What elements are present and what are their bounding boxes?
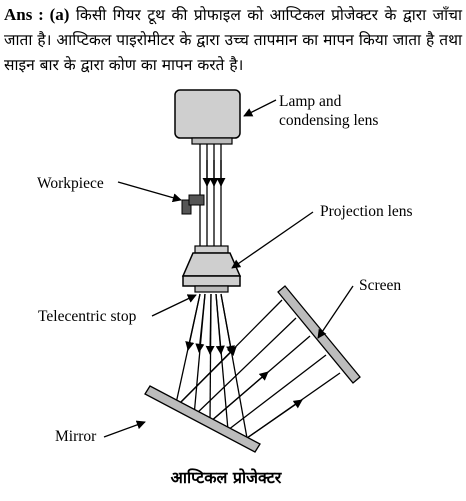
answer-text: किसी गियर टूथ की प्रोफाइल को आप्टिकल प्र… <box>4 6 462 74</box>
label-telecentric-stop: Telecentric stop <box>38 308 137 325</box>
screen <box>277 285 361 384</box>
label-lamp-line2: condensing lens <box>279 112 378 129</box>
workpiece <box>181 194 205 215</box>
projection-lens <box>181 245 242 293</box>
condensed-rays <box>199 144 226 248</box>
lamp-housing <box>174 89 241 145</box>
mirror <box>144 385 261 453</box>
projected-rays-down <box>174 293 248 439</box>
label-mirror: Mirror <box>55 428 97 445</box>
label-lamp-line1: Lamp and <box>279 93 342 110</box>
answer-paragraph: Ans : (a) किसी गियर टूथ की प्रोफाइल को आ… <box>4 2 462 78</box>
optical-projector-diagram: Lamp and condensing lens Workpiece Proje… <box>37 89 413 487</box>
label-workpiece: Workpiece <box>37 175 104 192</box>
figure-caption: आप्टिकल प्रोजेक्टर <box>171 468 283 487</box>
answer-prefix: Ans : (a) <box>4 5 70 24</box>
reflected-rays <box>174 299 341 439</box>
label-screen: Screen <box>359 277 401 294</box>
label-projection-lens: Projection lens <box>320 203 413 220</box>
leader-lines <box>103 99 354 438</box>
